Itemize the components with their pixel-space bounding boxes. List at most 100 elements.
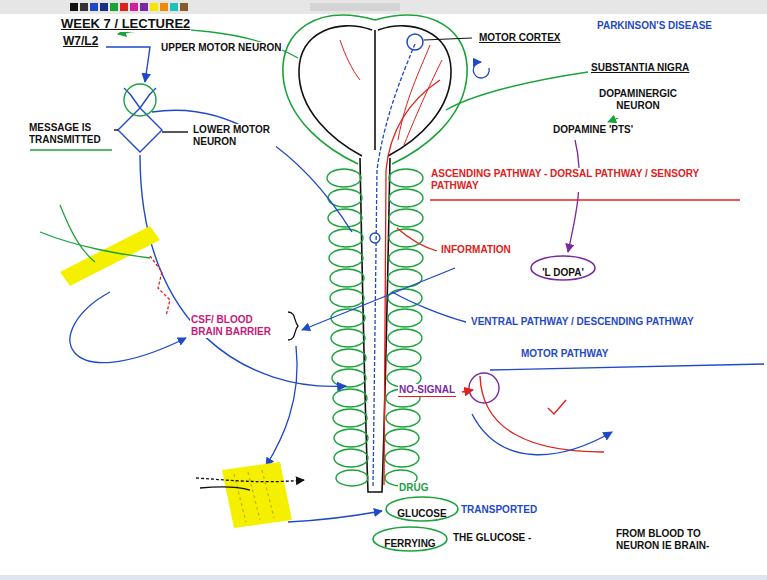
neuron-label: LOWER MOTOR NEURON (192, 124, 276, 148)
barrier-sketch-part (150, 256, 170, 316)
toolbar-part (100, 3, 108, 11)
neuron-sketch-part (162, 131, 188, 132)
leader-lines-part (608, 118, 618, 122)
spinal-cord-part-part (388, 329, 422, 347)
spinal-cord-part-part (328, 209, 362, 227)
leader-lines-part (430, 199, 740, 200)
spinal-cord-part-part (329, 229, 363, 247)
spinal-cord-part-part (334, 449, 368, 467)
pathway-label: VENTRAL PATHWAY / DESCENDING PATHWAY (470, 316, 695, 328)
motor-cortex-marker-part (407, 34, 423, 50)
toolbar-part (140, 3, 148, 11)
brain-outline (283, 15, 467, 164)
spinal-cord-part-part (389, 189, 423, 207)
spinal-cord-part-part (333, 389, 367, 407)
toolbar-part (130, 3, 138, 11)
toolbar (0, 0, 767, 14)
brain-outline-part (340, 40, 360, 80)
toolbar-part (70, 3, 78, 11)
brain-outline-part (375, 15, 467, 164)
circle-outline (531, 256, 595, 280)
signal-label: NO-SIGNAL (398, 384, 456, 397)
note-label: FROM BLOOD TO NEURON IE BRAIN- (615, 528, 727, 552)
no-signal-sketch-part (480, 376, 604, 452)
brain-outline-part (283, 15, 375, 164)
drug-circle: 'L DOPA' (530, 255, 596, 281)
region-label: MOTOR CORTEX (478, 32, 561, 44)
note-label: TRANSPORTED (460, 504, 538, 516)
toolbar-part (160, 3, 168, 11)
toolbar-part (310, 3, 400, 11)
barrier-sketch-part (288, 312, 298, 340)
pathway-label: ASCENDING PATHWAY - DORSAL PATHWAY / SEN… (430, 168, 742, 192)
toolbar-part (90, 3, 98, 11)
motor-cortex-marker (407, 34, 489, 78)
note-label: DRUG (398, 482, 429, 494)
toolbar-part (170, 3, 178, 11)
no-signal-sketch-part (462, 390, 473, 392)
spinal-cord-part-part (389, 209, 423, 227)
spinal-cord-part-part (329, 249, 363, 267)
toolbar-part (0, 0, 767, 14)
spinal-cord-part-part (330, 269, 364, 287)
barrier-membrane-part (234, 470, 274, 522)
spinal-cord-part (370, 233, 380, 243)
neuron-sketch-part (140, 155, 346, 386)
leader-lines-part (446, 72, 588, 110)
topic-heading: PARKINSON'S DISEASE (596, 20, 713, 32)
neuron-sketch-part (124, 84, 156, 116)
barrier-membrane (196, 462, 382, 528)
toolbar-part (110, 3, 118, 11)
leader-lines-part (392, 292, 466, 322)
spinal-cord-part-part (336, 470, 368, 486)
barrier-sketch-part (266, 346, 297, 466)
spinal-cord-part-part (332, 349, 366, 367)
leader-lines-part (302, 268, 455, 330)
spinal-cord-part-part (330, 289, 364, 307)
barrier-sketch-part (60, 226, 160, 286)
barrier-membrane-part (200, 487, 250, 490)
node-text: FERRYING (384, 538, 435, 550)
barrier-membrane-part (222, 462, 292, 528)
lecture-code: W7/L2 (62, 34, 99, 48)
toolbar-part (80, 3, 88, 11)
barrier-membrane-part (196, 478, 304, 482)
spinal-cord-part-part (389, 229, 423, 247)
neuron-sketch (30, 47, 352, 386)
motor-cortex-marker-part (473, 62, 489, 78)
note-label: MESSAGE IS TRANSMITTED (28, 122, 114, 146)
note-label: INFORMATION (440, 244, 512, 256)
spinal-cord-part-part (327, 169, 361, 187)
no-signal-sketch (462, 373, 612, 455)
spinal-cord-part (384, 80, 440, 485)
toolbar-part (120, 3, 128, 11)
circle-outline (373, 527, 447, 551)
lecture-title: WEEK 7 / LECTURE2 (60, 16, 191, 32)
leader-lines-part (568, 140, 579, 252)
spinal-cord-part-part (385, 449, 419, 467)
leader-lines-part (490, 364, 764, 370)
page-bar (0, 575, 767, 580)
neuron-sketch-part (124, 88, 156, 108)
spinal-cord-part-part (386, 409, 420, 427)
spinal-cord-part-part (331, 329, 365, 347)
neuron-sketch-part (152, 110, 352, 232)
spinal-cord-part-part (388, 309, 422, 327)
toolbar-part (150, 3, 158, 11)
neuron-sketch-part (118, 108, 162, 152)
brain-outline-part (374, 30, 376, 150)
barrier-sketch-part (40, 232, 150, 258)
spinal-cord-part-part (333, 409, 367, 427)
brain-outline-part (404, 60, 442, 145)
term-circle: FERRYING (372, 526, 448, 552)
barrier-sketch (40, 205, 298, 466)
note-label: THE GLUCOSE - (452, 532, 532, 544)
pathway-label: MOTOR PATHWAY (520, 348, 609, 360)
barrier-sketch-part (60, 205, 95, 262)
node-text: 'L DOPA' (542, 267, 584, 279)
neuron-sketch-part (114, 129, 118, 130)
circle-outline (386, 497, 458, 521)
